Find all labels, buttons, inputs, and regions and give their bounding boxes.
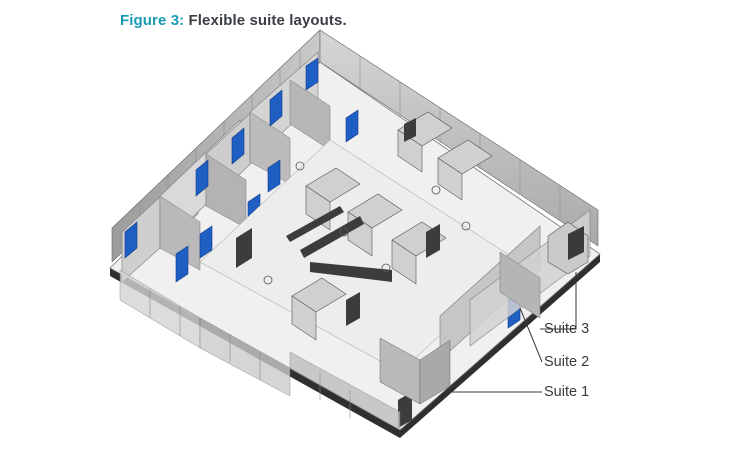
suite-3-leader [540, 272, 577, 330]
figure-number: Figure 3: [120, 12, 185, 29]
figure-title: Flexible suite layouts. [188, 12, 347, 29]
suite-1-label: Suite 1 [544, 384, 590, 400]
front-suite-rooms [119, 269, 451, 431]
suite-2-label: Suite 2 [544, 354, 590, 370]
suite-2-leader [519, 307, 543, 363]
suite-3-label: Suite 3 [544, 321, 590, 337]
figure-caption: Figure 3: Flexible suite layouts. [120, 12, 347, 29]
right-suite-rooms [439, 209, 591, 361]
central-lab-area [199, 111, 521, 428]
suite-leader-lines [446, 272, 577, 393]
